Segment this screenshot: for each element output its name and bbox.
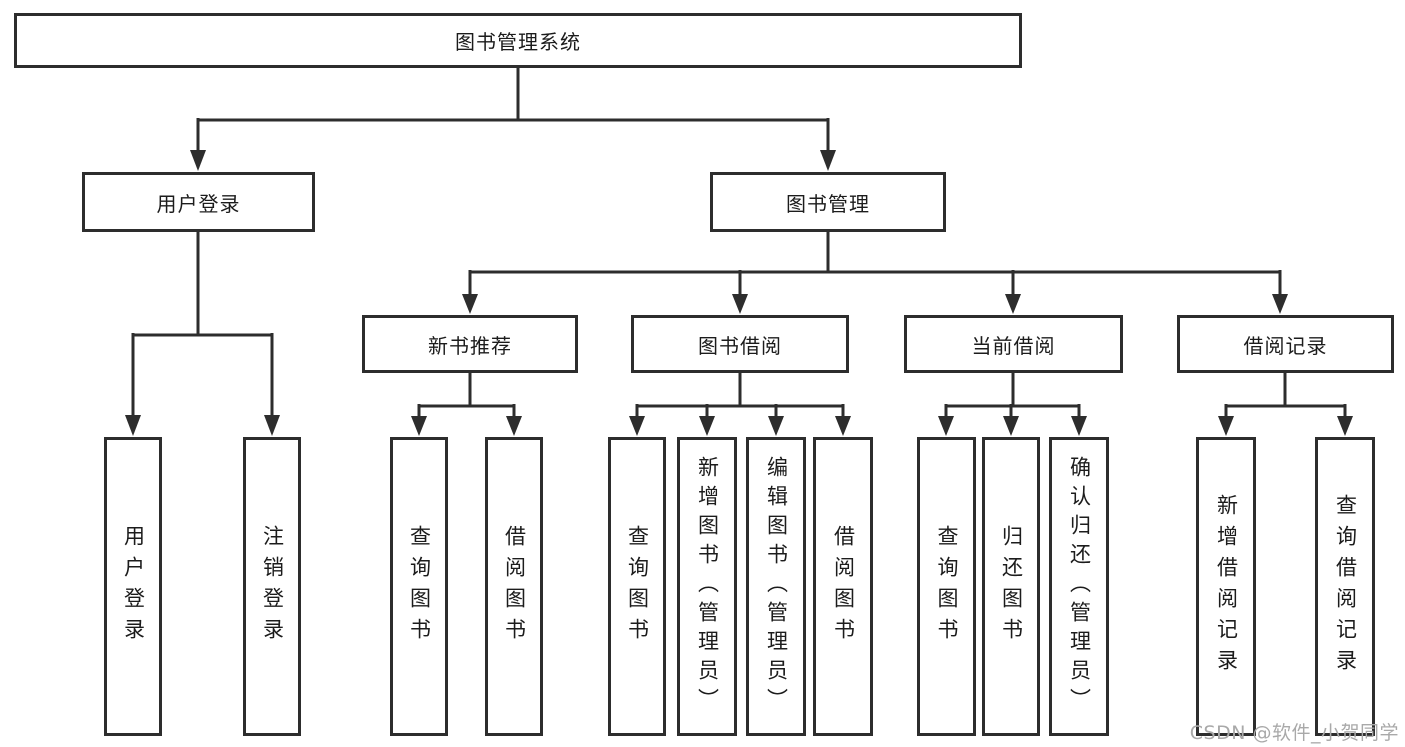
arrowheads-borrow-leaves — [629, 416, 851, 436]
leaf-recommend-borrow-book-label: 借阅图书 — [502, 524, 527, 649]
connector-current-to-leaves — [944, 373, 1081, 418]
leaf-current-return-book-label: 归还图书 — [999, 524, 1024, 649]
node-book-management: 图书管理 — [710, 172, 946, 232]
node-book-borrow-label: 图书借阅 — [698, 333, 782, 358]
node-current-borrow-label: 当前借阅 — [971, 333, 1056, 358]
leaf-borrow-borrow-book-label: 借阅图书 — [831, 524, 856, 649]
leaf-user-login-label: 用户登录 — [121, 524, 146, 649]
leaf-borrow-borrow-book: 借阅图书 — [813, 437, 873, 736]
leaf-borrow-edit-book: 编辑图书（管理员） — [746, 437, 806, 736]
leaf-current-return-book: 归还图书 — [982, 437, 1040, 736]
node-borrow-record-label: 借阅记录 — [1243, 333, 1328, 358]
leaf-current-query-book: 查询图书 — [917, 437, 976, 736]
leaf-borrow-query-book: 查询图书 — [608, 437, 666, 736]
arrowheads-level2 — [190, 150, 836, 171]
node-root-system: 图书管理系统 — [14, 13, 1022, 68]
leaf-record-add-label: 新增借阅记录 — [1214, 493, 1239, 680]
leaf-borrow-add-book-label: 新增图书（管理员） — [695, 456, 720, 717]
connector-recommend-to-leaves — [417, 373, 516, 418]
node-user-login: 用户登录 — [82, 172, 315, 232]
leaf-current-confirm-return-label: 确认归还（管理员） — [1067, 456, 1092, 717]
leaf-recommend-query-book: 查询图书 — [390, 437, 448, 736]
node-new-book-recommend: 新书推荐 — [362, 315, 578, 373]
leaf-record-query: 查询借阅记录 — [1315, 437, 1375, 736]
node-root-label: 图书管理系统 — [455, 30, 581, 54]
node-current-borrow: 当前借阅 — [904, 315, 1123, 373]
leaf-current-confirm-return: 确认归还（管理员） — [1049, 437, 1109, 736]
leaf-user-login: 用户登录 — [104, 437, 162, 736]
leaf-borrow-add-book: 新增图书（管理员） — [677, 437, 737, 736]
leaf-logout-label: 注销登录 — [260, 524, 285, 649]
leaf-current-query-book-label: 查询图书 — [935, 524, 959, 649]
node-user-login-label: 用户登录 — [156, 191, 241, 216]
connector-record-to-leaves — [1224, 373, 1347, 418]
node-new-book-recommend-label: 新书推荐 — [428, 333, 512, 358]
node-book-management-label: 图书管理 — [786, 191, 870, 216]
connector-bookmgmt-to-level3 — [468, 232, 1282, 296]
leaf-recommend-borrow-book: 借阅图书 — [485, 437, 543, 736]
arrowheads-level3 — [462, 294, 1288, 314]
leaf-logout: 注销登录 — [243, 437, 301, 736]
connector-root-to-level2 — [196, 68, 830, 152]
arrowheads-recommend-leaves — [411, 416, 522, 436]
csdn-watermark: CSDN @软件_小贺同学 — [1189, 722, 1399, 744]
leaf-borrow-edit-book-label: 编辑图书（管理员） — [764, 456, 789, 717]
leaf-record-query-label: 查询借阅记录 — [1333, 493, 1358, 680]
connector-userlogin-to-leaves — [131, 232, 274, 417]
leaf-borrow-query-book-label: 查询图书 — [625, 524, 650, 649]
node-borrow-record: 借阅记录 — [1177, 315, 1394, 373]
arrowheads-record-leaves — [1218, 416, 1353, 436]
arrowheads-userlogin-leaves — [125, 415, 280, 436]
connector-borrow-to-leaves — [635, 373, 845, 418]
leaf-recommend-query-book-label: 查询图书 — [407, 524, 432, 649]
leaf-record-add: 新增借阅记录 — [1196, 437, 1256, 736]
node-book-borrow: 图书借阅 — [631, 315, 849, 373]
arrowheads-current-leaves — [938, 416, 1087, 436]
